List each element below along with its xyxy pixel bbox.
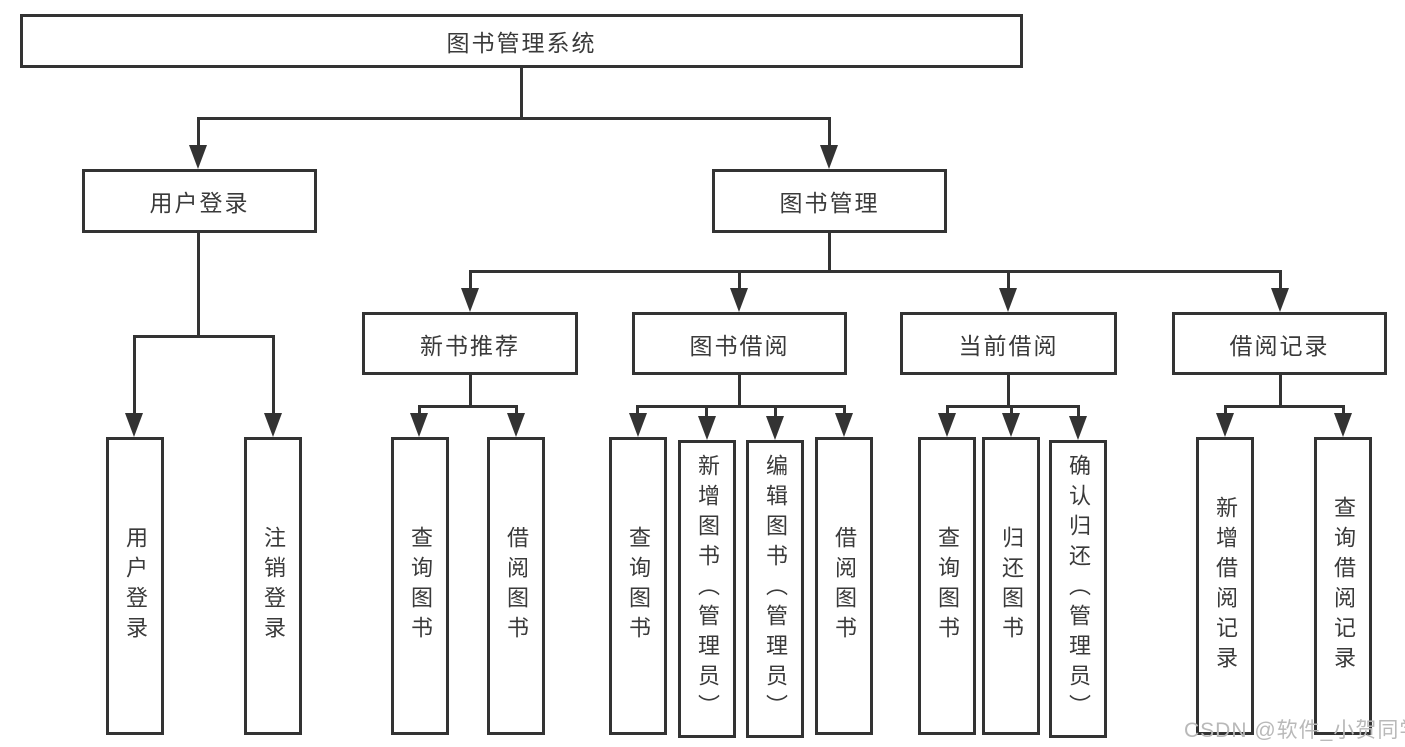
node-new-book-recommend: 新书推荐 bbox=[362, 312, 578, 375]
arrow-down-icon bbox=[766, 416, 784, 440]
connector-drop bbox=[469, 374, 472, 408]
connector-branch bbox=[636, 405, 846, 408]
leaf-add-book-admin: 新增图书（管理员） bbox=[678, 440, 736, 738]
node-borrow-record: 借阅记录 bbox=[1172, 312, 1387, 375]
arrow-down-icon bbox=[999, 288, 1017, 312]
connector-stem bbox=[774, 405, 777, 419]
connector-drop bbox=[738, 374, 741, 408]
arrow-down-icon bbox=[410, 413, 428, 437]
leaf-edit-book-admin: 编辑图书（管理员） bbox=[746, 440, 804, 738]
connector-stem bbox=[1077, 405, 1080, 419]
connector-level3-branch bbox=[469, 270, 1282, 273]
leaf-query-book: 查询图书 bbox=[918, 437, 976, 735]
leaf-add-borrow-record: 新增借阅记录 bbox=[1196, 437, 1254, 735]
connector-user-login-stem bbox=[197, 117, 200, 149]
connector-user-login-branch bbox=[133, 335, 275, 338]
connector-stem bbox=[738, 270, 741, 292]
connector-stem bbox=[1279, 270, 1282, 292]
arrow-down-icon bbox=[820, 145, 838, 169]
connector-stem bbox=[946, 405, 949, 417]
arrow-down-icon bbox=[1216, 413, 1234, 437]
leaf-confirm-return-admin: 确认归还（管理员） bbox=[1049, 440, 1107, 738]
connector-drop bbox=[1007, 374, 1010, 408]
leaf-query-book: 查询图书 bbox=[609, 437, 667, 735]
connector-stem bbox=[418, 405, 421, 417]
leaf-borrow-book: 借阅图书 bbox=[487, 437, 545, 735]
node-library-system: 图书管理系统 bbox=[20, 14, 1023, 68]
connector-drop bbox=[1279, 374, 1282, 408]
connector-stem bbox=[636, 405, 639, 417]
connector-stem bbox=[1007, 270, 1010, 292]
arrow-down-icon bbox=[507, 413, 525, 437]
arrow-down-icon bbox=[835, 413, 853, 437]
arrow-down-icon bbox=[730, 288, 748, 312]
leaf-user-login: 用户登录 bbox=[106, 437, 164, 735]
connector-book-mgmt-stem bbox=[828, 117, 831, 149]
connector-stem bbox=[843, 405, 846, 417]
arrow-down-icon bbox=[629, 413, 647, 437]
connector-user-login-drop bbox=[197, 232, 200, 338]
connector-stem bbox=[705, 405, 708, 419]
node-book-management: 图书管理 bbox=[712, 169, 947, 233]
arrow-down-icon bbox=[698, 416, 716, 440]
connector-stem bbox=[469, 270, 472, 292]
connector-stem bbox=[1342, 405, 1345, 417]
node-user-login: 用户登录 bbox=[82, 169, 317, 233]
connector-level2-branch bbox=[197, 117, 831, 120]
arrow-down-icon bbox=[189, 145, 207, 169]
arrow-down-icon bbox=[1069, 416, 1087, 440]
arrow-down-icon bbox=[1002, 413, 1020, 437]
watermark: CSDN @软件_小贺同学 bbox=[1184, 719, 1405, 742]
connector-stem bbox=[1224, 405, 1227, 417]
connector-branch bbox=[946, 405, 1080, 408]
connector-branch bbox=[1224, 405, 1345, 408]
connector-book-mgmt-drop bbox=[828, 232, 831, 273]
arrow-down-icon bbox=[125, 413, 143, 437]
connector-stem bbox=[133, 335, 136, 417]
connector-stem bbox=[515, 405, 518, 417]
connector-branch bbox=[418, 405, 518, 408]
leaf-return-book: 归还图书 bbox=[982, 437, 1040, 735]
leaf-query-borrow-record: 查询借阅记录 bbox=[1314, 437, 1372, 735]
connector-stem bbox=[1010, 405, 1013, 417]
leaf-borrow-book: 借阅图书 bbox=[815, 437, 873, 735]
arrow-down-icon bbox=[938, 413, 956, 437]
arrow-down-icon bbox=[264, 413, 282, 437]
leaf-query-book: 查询图书 bbox=[391, 437, 449, 735]
arrow-down-icon bbox=[461, 288, 479, 312]
connector-root-drop bbox=[520, 67, 523, 119]
leaf-logout: 注销登录 bbox=[244, 437, 302, 735]
node-book-borrow: 图书借阅 bbox=[632, 312, 847, 375]
connector-stem bbox=[272, 335, 275, 417]
node-current-borrow: 当前借阅 bbox=[900, 312, 1117, 375]
arrow-down-icon bbox=[1271, 288, 1289, 312]
arrow-down-icon bbox=[1334, 413, 1352, 437]
